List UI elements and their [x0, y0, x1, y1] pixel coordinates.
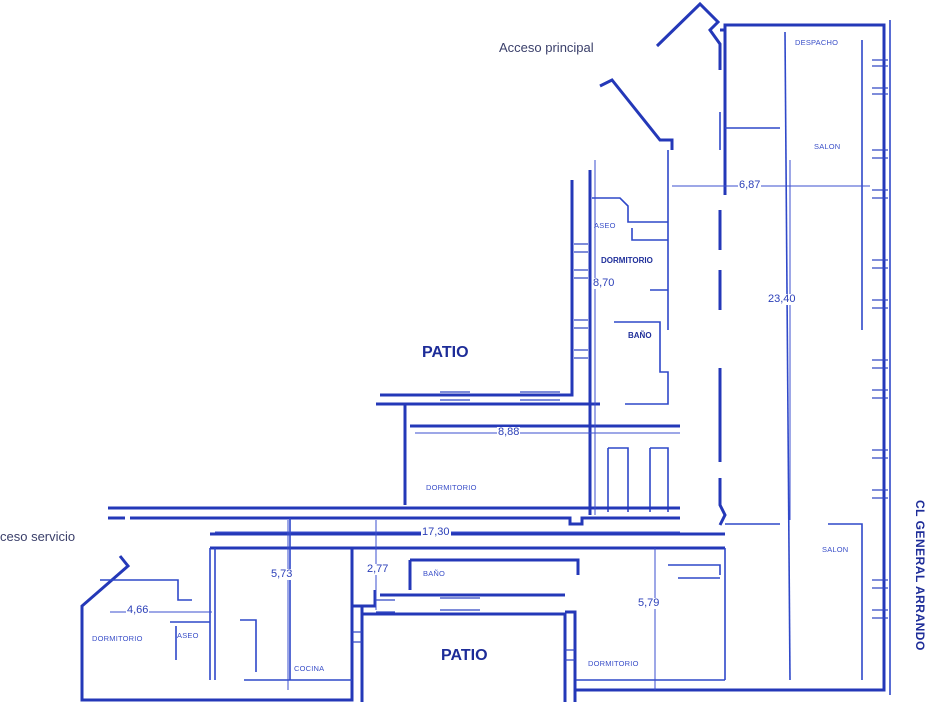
dim-8-70: 8,70	[592, 277, 616, 289]
bano-mid-walls	[614, 289, 669, 405]
entrance-wall-top	[655, 1, 722, 70]
access-main-label: Acceso principal	[499, 40, 594, 55]
room-dormitorio-left: DORMITORIO	[92, 634, 143, 643]
room-despacho: DESPACHO	[795, 38, 839, 47]
dim-17-30: 17,30	[421, 526, 451, 538]
dim-8-88: 8,88	[497, 426, 521, 438]
patio-bottom-label: PATIO	[441, 647, 488, 664]
lower-corridor-wall	[210, 532, 725, 550]
dim-5-79: 5,79	[637, 597, 661, 609]
street-label: CL GENERAL ARRANDO	[913, 500, 927, 651]
doors-mid	[607, 447, 669, 512]
patio-top-label: PATIO	[422, 344, 469, 361]
dim-6-87: 6,87	[738, 179, 762, 191]
aseo-top-walls	[592, 150, 669, 300]
room-cocina: COCINA	[294, 664, 325, 673]
cocina-walls	[244, 518, 352, 681]
room-dormitorio-upper: DORMITORIO	[601, 256, 653, 265]
salon-bottom-wall	[725, 523, 863, 680]
room-salon-bottom: SALON	[822, 545, 849, 554]
room-aseo-left: ASEO	[177, 631, 199, 640]
right-facade-windows	[872, 59, 888, 619]
room-dormitorio-mid: DORMITORIO	[426, 483, 477, 492]
room-dormitorio-bottom: DORMITORIO	[588, 659, 639, 668]
corridor-wall-4	[718, 478, 727, 526]
service-corridor-top	[108, 506, 680, 526]
despacho-wall	[719, 40, 863, 160]
dim-2-77: 2,77	[366, 563, 390, 575]
room-salon-top: SALON	[814, 142, 841, 151]
patio-bottom-frame	[350, 548, 580, 702]
dormitorio-bottom-walls	[576, 548, 726, 681]
room-aseo-top: ASEO	[594, 221, 616, 230]
upper-wing-windows	[352, 243, 588, 661]
dim-5-73: 5,73	[270, 568, 294, 580]
lower-wing-outer	[80, 555, 577, 702]
entrance-wall-bottom	[599, 78, 674, 150]
dim-23-40: 23,40	[767, 293, 797, 305]
dormitorio-mid-walls	[403, 404, 680, 515]
room-bano-bottom: BAÑO	[423, 569, 446, 578]
upper-wing-left-wall	[380, 180, 574, 397]
access-service-label: ceso servicio	[0, 529, 76, 544]
room-bano-mid: BAÑO	[628, 331, 652, 340]
dim-4-66: 4,66	[126, 604, 150, 616]
dimension-lines	[110, 160, 870, 690]
central-axis	[784, 31, 791, 681]
dormitorio-left-walls	[100, 548, 257, 680]
